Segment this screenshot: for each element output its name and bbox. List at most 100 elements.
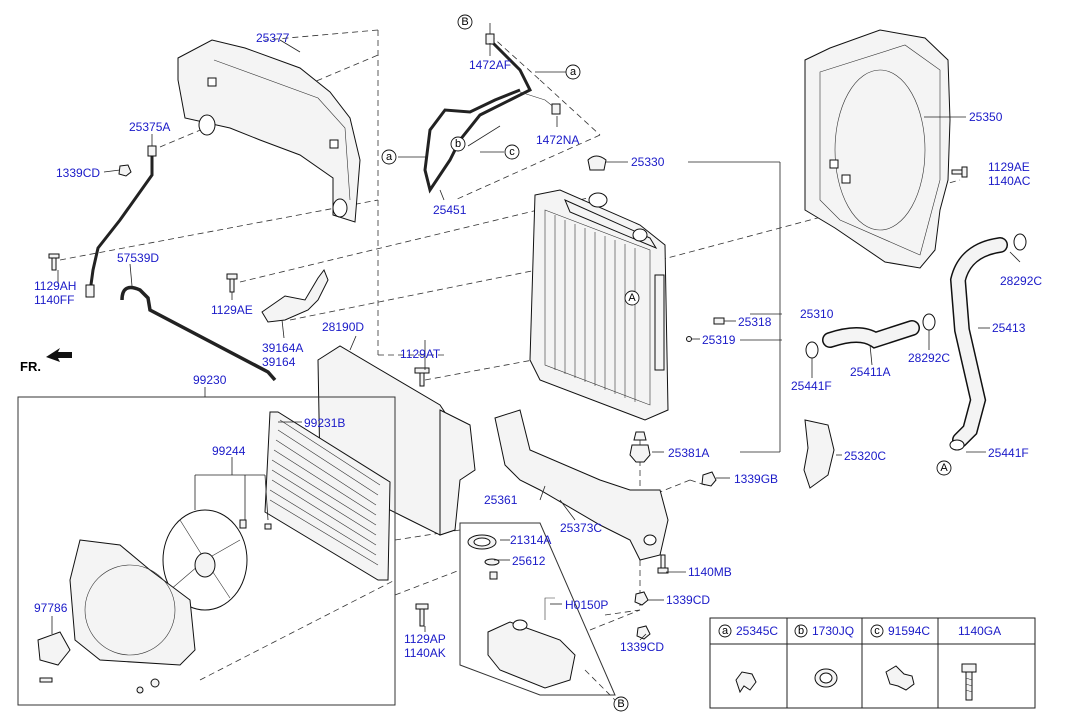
condenser-core (264, 411, 391, 581)
part-label-97786[interactable]: 97786 (34, 601, 68, 615)
part-label-1129AP[interactable]: 1129AP (404, 632, 446, 646)
callout-A-radiator: A (624, 290, 640, 306)
callout-A-hose-label: A (940, 462, 948, 474)
insulator-pad (803, 419, 835, 489)
clip-icon (735, 671, 757, 694)
part-label-28292C-upper[interactable]: 28292C (1000, 274, 1042, 288)
callout-B-top: B (457, 14, 473, 30)
part-label-99230[interactable]: 99230 (193, 373, 227, 387)
part-label-1129AH[interactable]: 1129AH (34, 279, 76, 293)
callout-c-label: c (509, 146, 515, 158)
callout-b: b (450, 136, 466, 152)
part-label-25377[interactable]: 25377 (256, 31, 290, 45)
part-label-25330[interactable]: 25330 (631, 155, 665, 169)
legend-col-b: b 1730JQ (794, 624, 854, 688)
part-label-21314A[interactable]: 21314A (510, 533, 551, 547)
fan-shroud (804, 29, 951, 269)
legend-col-b-part[interactable]: 1730JQ (812, 624, 854, 638)
legend-col-d-part[interactable]: 1140GA (958, 624, 1001, 638)
bolt-1129AT (414, 367, 430, 387)
stay-rod (120, 285, 277, 382)
reservoir-box (459, 522, 616, 696)
legend-col-c-letter: c (874, 625, 880, 637)
fan-shroud-motor-assy (37, 539, 196, 666)
legend-col-a-part[interactable]: 25345C (736, 624, 778, 638)
part-label-25318[interactable]: 25318 (738, 315, 772, 329)
part-label-1129AT[interactable]: 1129AT (400, 347, 441, 361)
front-direction-indicator: FR. (20, 348, 72, 374)
callout-a-right: a (565, 64, 581, 80)
leader-lines (51, 23, 1021, 641)
clamp-icon (885, 665, 915, 691)
part-label-1339CD-lower[interactable]: 1339CD (620, 640, 664, 654)
radiator (529, 189, 669, 421)
part-label-57539D[interactable]: 57539D (117, 251, 159, 265)
front-label: FR. (20, 359, 41, 374)
fan-package-box (17, 396, 396, 706)
part-label-28190D[interactable]: 28190D (322, 320, 364, 334)
part-label-1472NA[interactable]: 1472NA (536, 133, 579, 147)
part-label-99244[interactable]: 99244 (212, 444, 246, 458)
part-label-39164A[interactable]: 39164A (262, 341, 303, 355)
part-label-28292C-lower[interactable]: 28292C (908, 351, 950, 365)
part-label-25411A[interactable]: 25411A (850, 365, 890, 379)
brace-rod (85, 145, 157, 298)
legend-col-c: c 91594C (870, 624, 930, 691)
part-label-25373C[interactable]: 25373C (560, 521, 602, 535)
part-label-1472AF[interactable]: 1472AF (469, 58, 511, 72)
part-label-25441F-left[interactable]: 25441F (791, 379, 832, 393)
callout-B-bottom: B (613, 696, 629, 712)
small-fasteners (39, 519, 272, 694)
part-label-25320C[interactable]: 25320C (844, 449, 886, 463)
part-label-25612[interactable]: 25612 (512, 554, 546, 568)
rubber-mount (629, 431, 651, 463)
part-label-25381A[interactable]: 25381A (668, 446, 709, 460)
washers-1339CD (634, 591, 651, 640)
part-label-1140MB[interactable]: 1140MB (688, 565, 732, 579)
support-bracket (494, 409, 669, 561)
legend-col-a-letter: a (722, 625, 729, 637)
legend-col-d: 1140GA (958, 624, 1001, 701)
part-labels: 25377 25375A 1339CD 1129AH 1140FF 57539D… (34, 31, 1042, 660)
bolt-1339CD-upper (118, 164, 132, 177)
part-label-H0150P[interactable]: H0150P (565, 598, 608, 612)
part-label-1129AE-left[interactable]: 1129AE (211, 303, 253, 317)
part-label-39164[interactable]: 39164 (262, 355, 296, 369)
part-label-1339CD-upper[interactable]: 1339CD (56, 166, 100, 180)
part-label-25350[interactable]: 25350 (969, 110, 1003, 124)
legend-table: a 25345C b 1730JQ c 91594C 1140GA (709, 617, 1036, 709)
bracket-39164 (261, 268, 329, 323)
bolt-1140MB (657, 554, 669, 574)
part-label-1339CD-middle[interactable]: 1339CD (666, 593, 710, 607)
part-label-1140AK[interactable]: 1140AK (404, 646, 446, 660)
callout-a-left: a (381, 149, 397, 165)
part-label-1339GB[interactable]: 1339GB (734, 472, 778, 486)
part-label-99231B[interactable]: 99231B (304, 416, 345, 430)
part-label-25310[interactable]: 25310 (800, 307, 834, 321)
part-label-25441F-right[interactable]: 25441F (988, 446, 1029, 460)
front-arrow-icon (46, 348, 72, 362)
part-label-25413[interactable]: 25413 (992, 321, 1026, 335)
part-label-25375A[interactable]: 25375A (129, 120, 170, 134)
part-label-25319[interactable]: 25319 (702, 333, 736, 347)
callout-B-bottom-label: B (617, 698, 624, 710)
part-label-25451[interactable]: 25451 (433, 203, 467, 217)
legend-col-a: a 25345C (718, 624, 778, 694)
upper-hose (822, 320, 920, 349)
part-label-1129AE-right[interactable]: 1129AE (988, 160, 1030, 174)
reservoir-cap (467, 534, 500, 580)
radiator-cap (587, 155, 607, 171)
callout-B-top-label: B (461, 16, 468, 28)
callout-A-radiator-label: A (628, 292, 636, 304)
bolt-1129AE-left (226, 273, 238, 293)
callout-a-left-label: a (386, 151, 393, 163)
legend-col-b-letter: b (798, 625, 804, 637)
bolt-1129AP (415, 603, 429, 627)
part-label-25361[interactable]: 25361 (484, 493, 518, 507)
legend-col-c-part[interactable]: 91594C (888, 624, 930, 638)
shroud-cover (177, 39, 361, 223)
part-label-1140AC[interactable]: 1140AC (988, 174, 1031, 188)
part-label-1140FF[interactable]: 1140FF (34, 293, 74, 307)
callout-c: c (504, 144, 520, 160)
